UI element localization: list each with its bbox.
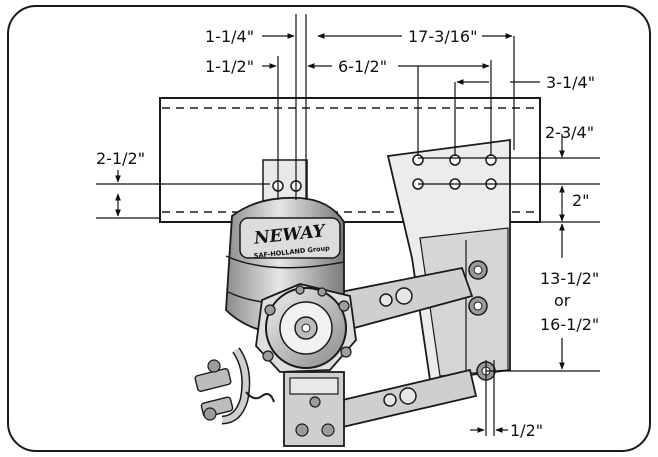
axle-hub xyxy=(255,283,357,373)
axle-bracket xyxy=(283,371,345,447)
dim-label-6-1-2: 6-1/2" xyxy=(338,57,387,76)
dimension-lines xyxy=(96,14,600,436)
dim-label-2-1-2: 2-1/2" xyxy=(96,149,145,168)
dim-label-2: 2" xyxy=(572,191,590,210)
dim-label-1-1-2: 1-1/2" xyxy=(205,57,254,76)
dim-label-17-3-16: 17-3/16" xyxy=(408,27,477,46)
dim-label-16-1-2: 16-1/2" xyxy=(540,315,599,334)
dimension-labels: 1-1/4" 17-3/16" 1-1/2" 6-1/2" 3-1/4" 2-3… xyxy=(96,27,599,440)
dim-label-13-1-2: 13-1/2" xyxy=(540,269,599,288)
dim-label-3-1-4: 3-1/4" xyxy=(546,73,595,92)
rear-hanger-plate xyxy=(386,138,511,382)
dim-label-1-1-4: 1-1/4" xyxy=(205,27,254,46)
dim-label-or: or xyxy=(554,291,571,310)
dim-label-1-2: 1/2" xyxy=(510,421,543,440)
dim-label-2-3-4: 2-3/4" xyxy=(545,123,594,142)
linkage-bolts xyxy=(194,347,275,425)
